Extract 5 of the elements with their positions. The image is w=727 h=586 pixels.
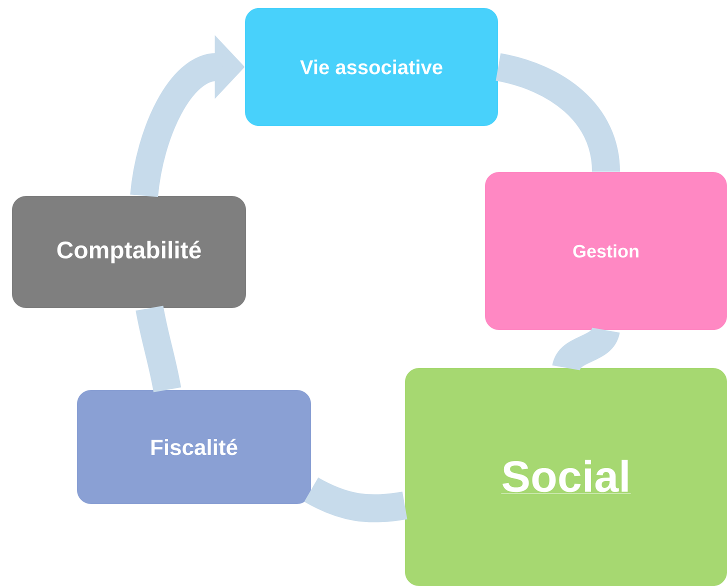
- process-box: Gestion: [485, 172, 727, 330]
- process-box: Comptabilité: [12, 196, 246, 308]
- process-box: Fiscalité: [77, 390, 311, 504]
- process-box: Vie associative: [245, 8, 498, 126]
- process-box: Social: [405, 368, 727, 586]
